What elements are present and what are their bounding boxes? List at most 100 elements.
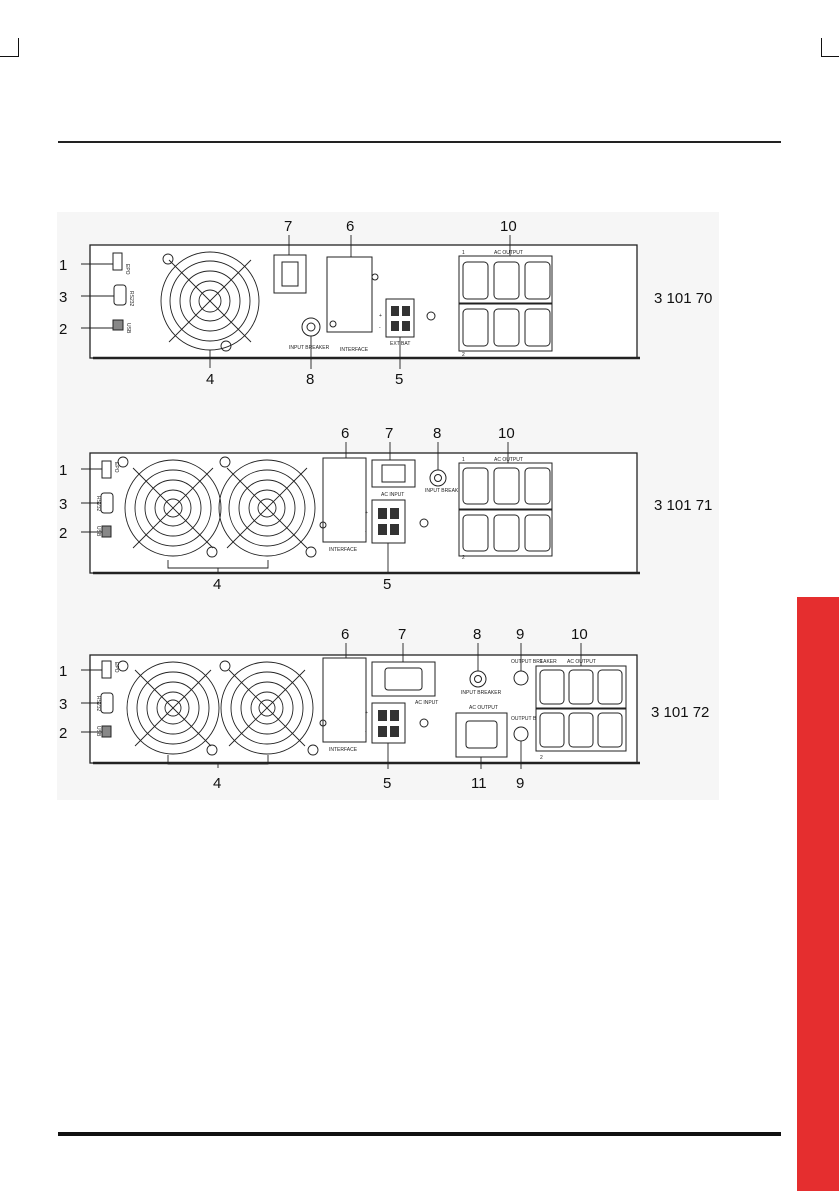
- model-number-2: 3 101 71: [654, 497, 713, 514]
- interface-slot: [322, 457, 367, 543]
- rear-panel-1: EPO RS232 USB INTERFACE INPUT BREAKER EX…: [59, 218, 640, 388]
- usb-label: USB: [125, 323, 131, 334]
- callout-1: 1: [59, 462, 67, 479]
- fan-right: [218, 456, 317, 558]
- fan-right: [219, 660, 319, 756]
- callout-4: 4: [206, 371, 214, 388]
- ac-output-label: AC OUTPUT: [494, 250, 523, 256]
- rear-panel-3: EPO RS232 USB INTERFACE AC INPUT + - INP…: [59, 626, 640, 792]
- fan: [160, 251, 260, 352]
- rs232-label: RS232: [128, 291, 134, 307]
- model-number-1: 3 101 70: [654, 290, 713, 307]
- epo-label: EPO: [124, 264, 130, 275]
- ground-screw: [426, 311, 436, 321]
- plus-label: +: [379, 313, 382, 319]
- group2-label: 2: [540, 755, 543, 761]
- ac-input-label: AC INPUT: [415, 700, 438, 706]
- group2-label: 2: [462, 555, 465, 561]
- callout-2: 2: [59, 321, 67, 338]
- header-rule: [58, 141, 781, 143]
- callout-3: 3: [59, 289, 67, 306]
- input-breaker-label: INPUT BREAKER: [461, 690, 502, 696]
- usb-port: [112, 319, 124, 331]
- callout-1: 1: [59, 663, 67, 680]
- interface-slot: [322, 657, 367, 743]
- input-breaker: [469, 670, 487, 688]
- fan-left: [117, 660, 220, 756]
- ac-output-large-socket: [455, 712, 508, 758]
- rs232-port: [113, 284, 127, 306]
- callout-7: 7: [398, 626, 406, 643]
- crop-mark-top-right: [821, 38, 839, 57]
- ac-input-socket: [371, 661, 436, 697]
- ground-screw: [419, 718, 429, 728]
- ac-input-socket: [371, 459, 416, 488]
- model-number-3: 3 101 72: [651, 704, 710, 721]
- usb-port: [101, 725, 112, 738]
- ac-output-sockets: [458, 462, 553, 557]
- ac-input-socket: [273, 254, 307, 294]
- usb-port: [101, 525, 112, 538]
- footer-rule: [58, 1132, 781, 1136]
- rs232-label: RS232: [95, 496, 101, 512]
- group2-label: 2: [462, 352, 465, 358]
- input-breaker: [301, 317, 321, 337]
- callout-6: 6: [341, 425, 349, 442]
- callout-7: 7: [385, 425, 393, 442]
- minus-label: -: [365, 529, 367, 535]
- interface-label: INTERFACE: [329, 747, 358, 753]
- callout-1: 1: [59, 257, 67, 274]
- epo-port: [101, 460, 112, 479]
- minus-label: -: [379, 325, 381, 331]
- group1-label: 1: [462, 457, 465, 463]
- callout-4: 4: [213, 576, 221, 593]
- usb-label: USB: [95, 726, 101, 737]
- callout-6: 6: [346, 218, 354, 235]
- callout-9-top: 9: [516, 626, 524, 643]
- plus-label: +: [365, 710, 368, 716]
- section-tab: [797, 597, 839, 1191]
- callout-10: 10: [498, 425, 515, 442]
- ac-input-label: AC INPUT: [381, 492, 404, 498]
- callout-6: 6: [341, 626, 349, 643]
- interface-slot: [326, 256, 373, 333]
- output-breaker-2: [513, 726, 529, 742]
- crop-mark-top-left: [0, 38, 19, 57]
- output-breaker-1: [513, 670, 529, 686]
- epo-label: EPO: [113, 662, 119, 673]
- ext-battery-connector: [371, 702, 406, 744]
- callout-9-bottom: 9: [516, 775, 524, 792]
- callout-3: 3: [59, 496, 67, 513]
- ext-battery-connector: [385, 298, 415, 338]
- output-breaker-label-2: OUTPUT BREAKER: [511, 716, 557, 722]
- plus-label: +: [365, 510, 368, 516]
- epo-label: EPO: [113, 462, 119, 473]
- epo-port: [112, 252, 123, 271]
- epo-port: [101, 660, 112, 679]
- callout-11: 11: [471, 775, 487, 792]
- callout-5: 5: [383, 576, 391, 593]
- ac-output-sockets: [535, 665, 627, 752]
- output-breaker-label-1: OUTPUT BREAKER: [511, 659, 557, 665]
- callout-8: 8: [306, 371, 314, 388]
- callout-4: 4: [213, 775, 221, 792]
- ext-battery-connector: [371, 499, 406, 544]
- callout-3: 3: [59, 696, 67, 713]
- group1-label: 1: [540, 659, 543, 665]
- ac-output-sockets: [458, 255, 553, 352]
- callout-8: 8: [433, 425, 441, 442]
- interface-label: INTERFACE: [329, 547, 358, 553]
- usb-label: USB: [95, 526, 101, 537]
- input-breaker: [429, 469, 447, 487]
- callout-2: 2: [59, 725, 67, 742]
- callout-5: 5: [395, 371, 403, 388]
- callout-8: 8: [473, 626, 481, 643]
- minus-label: -: [365, 729, 367, 735]
- ac-output-label-2: AC OUTPUT: [469, 705, 498, 711]
- rs232-port: [100, 492, 114, 514]
- callout-5: 5: [383, 775, 391, 792]
- rs232-port: [100, 692, 114, 714]
- callout-2: 2: [59, 525, 67, 542]
- callout-10: 10: [500, 218, 517, 235]
- fan-left: [117, 456, 222, 558]
